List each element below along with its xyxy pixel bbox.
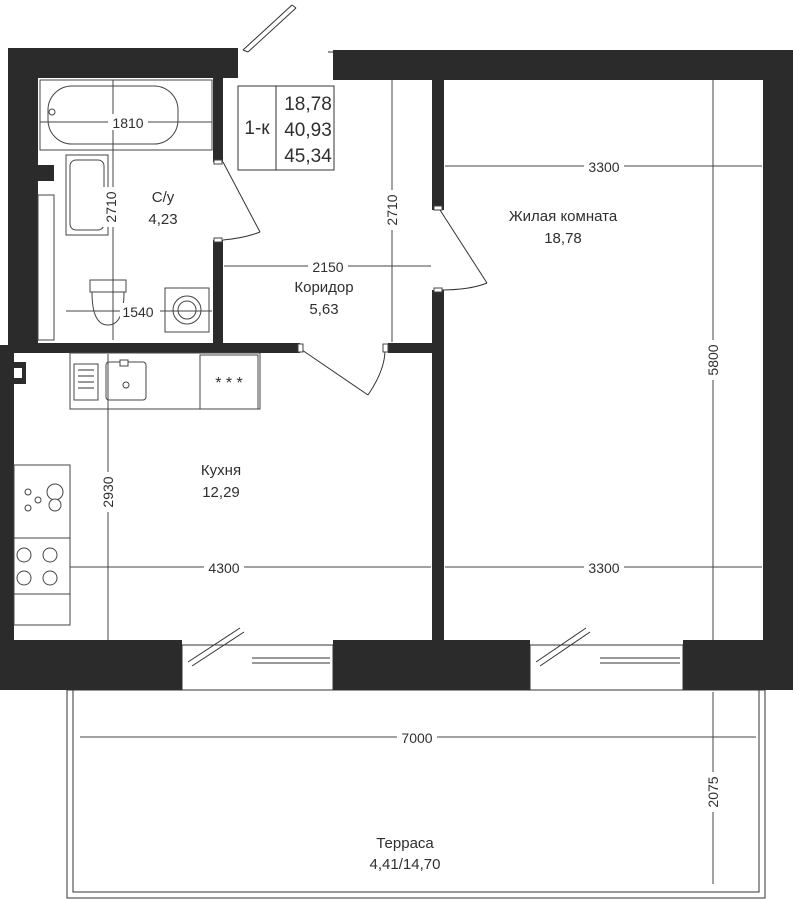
dim-terrace-depth: 2075 [705, 776, 721, 807]
walls [0, 48, 793, 690]
dim-bath-height: 2710 [103, 191, 119, 222]
kitchen-area: 12,29 [202, 484, 240, 501]
area-total-value: 40,93 [284, 120, 332, 141]
entrance-door [242, 4, 333, 53]
kitchen-sink [105, 359, 147, 401]
area-living-value: 18,78 [284, 94, 332, 115]
living-window [529, 627, 684, 691]
kitchen-window [181, 627, 334, 691]
oven-marks: * * * [215, 375, 243, 392]
kitchen-name: Кухня [201, 462, 241, 479]
washbasin [65, 154, 109, 236]
living-room-door [433, 205, 488, 293]
dim-living-width-top: 3300 [588, 159, 619, 175]
room-labels: С/у 4,23 Коридор 5,63 Жилая комната 18,7… [148, 189, 617, 873]
kitchen-hob [13, 537, 71, 595]
kitchen-oven: * * * [199, 354, 259, 410]
living-room-area: 18,78 [544, 230, 582, 247]
area-badge: 1-к 18,78 40,93 45,34 [237, 85, 335, 171]
terrace-area: 4,41/14,70 [370, 856, 441, 873]
bathroom-door [213, 159, 261, 243]
dim-living-width-bottom: 3300 [588, 560, 619, 576]
dim-terrace-width: 7000 [401, 730, 432, 746]
dim-corridor-width: 2150 [312, 259, 343, 275]
area-terrace-value: 45,34 [284, 146, 332, 167]
dim-kitchen-height: 2930 [100, 476, 116, 507]
dim-living-height: 5800 [705, 344, 721, 375]
apartment-type-label: 1-к [244, 118, 270, 139]
dim-bath-lower-width: 1540 [122, 304, 153, 320]
dimension-labels: 1810 2710 1540 2150 2710 3300 5800 3300 … [100, 114, 721, 812]
washing-machine [164, 287, 210, 333]
corridor-area: 5,63 [309, 301, 338, 318]
bathroom-left-strip [37, 194, 55, 341]
kitchen-door [297, 343, 389, 396]
dim-corridor-height: 2710 [384, 194, 400, 225]
living-room-name: Жилая комната [509, 208, 618, 225]
bathroom-area: 4,23 [148, 211, 177, 228]
dim-kitchen-width: 4300 [208, 560, 239, 576]
dimension-lines [40, 80, 762, 884]
corridor-name: Коридор [294, 279, 353, 296]
terrace-name: Терраса [376, 835, 434, 852]
bathroom-name: С/у [152, 189, 175, 206]
dim-bath-width: 1810 [112, 115, 143, 131]
